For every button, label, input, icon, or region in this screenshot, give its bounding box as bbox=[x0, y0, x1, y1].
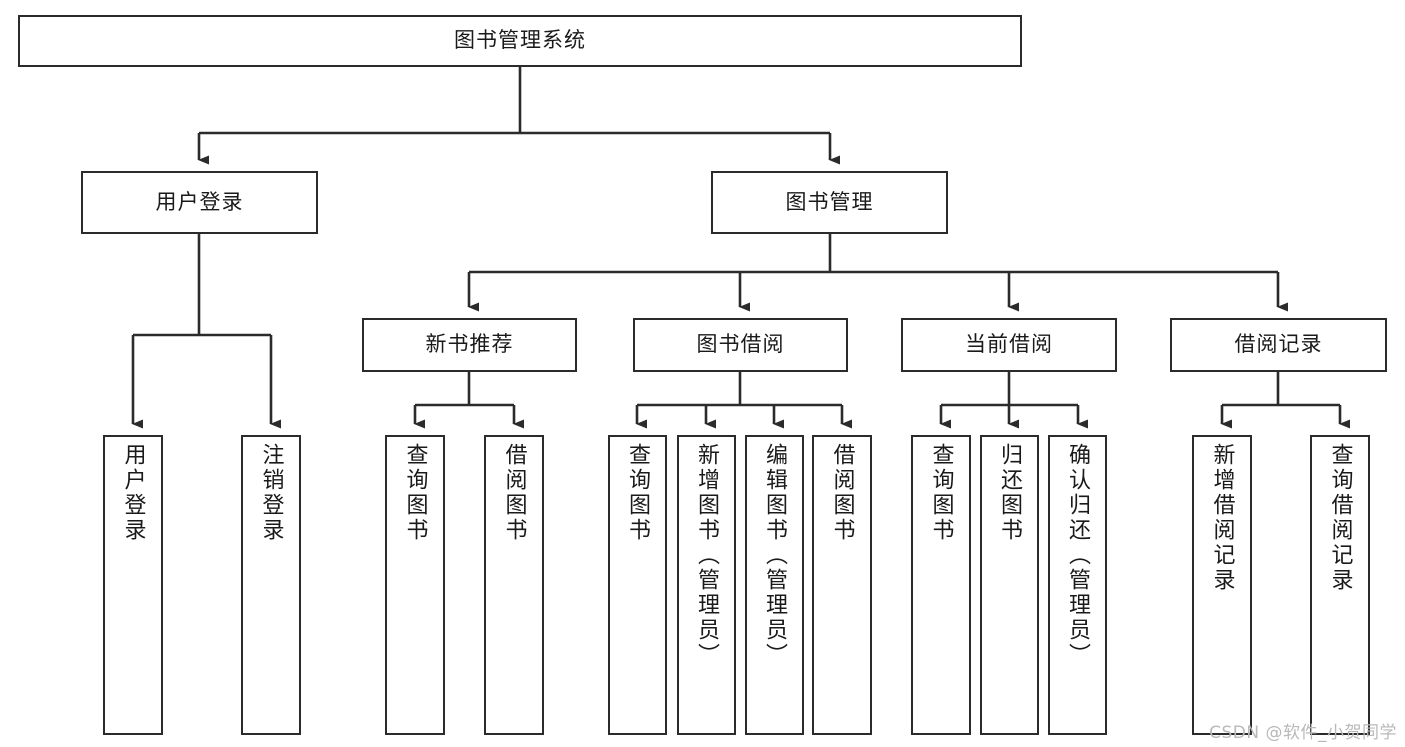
leaf-user-login-login[interactable]: 用户登录 bbox=[103, 435, 163, 735]
leaf-current-borrow-query[interactable]: 查询图书 bbox=[911, 435, 971, 735]
node-label: 查询图书 bbox=[625, 443, 651, 543]
leaf-book-borrow-add[interactable]: 新增图书（管理员） bbox=[677, 435, 736, 735]
node-book-management[interactable]: 图书管理 bbox=[711, 171, 948, 234]
leaf-book-borrow-borrow[interactable]: 借阅图书 bbox=[812, 435, 872, 735]
node-current-borrow[interactable]: 当前借阅 bbox=[901, 318, 1117, 372]
node-user-login[interactable]: 用户登录 bbox=[81, 171, 318, 234]
node-borrow-record[interactable]: 借阅记录 bbox=[1170, 318, 1387, 372]
node-label: 借阅图书 bbox=[501, 443, 527, 543]
node-label: 确认归还（管理员） bbox=[1065, 443, 1091, 668]
node-label: 借阅记录 bbox=[1234, 332, 1323, 357]
node-label: 图书借阅 bbox=[696, 332, 785, 357]
leaf-new-book-query[interactable]: 查询图书 bbox=[385, 435, 445, 735]
node-label: 查询借阅记录 bbox=[1327, 443, 1353, 593]
node-label: 图书管理系统 bbox=[454, 28, 586, 53]
node-label: 查询图书 bbox=[928, 443, 954, 543]
leaf-borrow-record-query[interactable]: 查询借阅记录 bbox=[1310, 435, 1370, 735]
node-label: 新增图书（管理员） bbox=[694, 443, 720, 668]
node-label: 查询图书 bbox=[402, 443, 428, 543]
node-label: 图书管理 bbox=[785, 189, 874, 214]
leaf-user-login-logout[interactable]: 注销登录 bbox=[241, 435, 301, 735]
leaf-new-book-borrow[interactable]: 借阅图书 bbox=[484, 435, 544, 735]
node-root-book-management-system[interactable]: 图书管理系统 bbox=[18, 15, 1022, 67]
node-label: 用户登录 bbox=[155, 189, 244, 214]
node-label: 当前借阅 bbox=[965, 332, 1053, 357]
node-book-borrow[interactable]: 图书借阅 bbox=[633, 318, 848, 372]
node-label: 用户登录 bbox=[120, 443, 146, 543]
leaf-book-borrow-query[interactable]: 查询图书 bbox=[608, 435, 667, 735]
leaf-current-borrow-confirm[interactable]: 确认归还（管理员） bbox=[1048, 435, 1107, 735]
leaf-current-borrow-return[interactable]: 归还图书 bbox=[980, 435, 1039, 735]
node-label: 归还图书 bbox=[997, 443, 1023, 543]
node-label: 借阅图书 bbox=[829, 443, 855, 543]
leaf-borrow-record-add[interactable]: 新增借阅记录 bbox=[1192, 435, 1252, 735]
leaf-book-borrow-edit[interactable]: 编辑图书（管理员） bbox=[745, 435, 804, 735]
node-new-book-recommend[interactable]: 新书推荐 bbox=[362, 318, 577, 372]
node-label: 新增借阅记录 bbox=[1209, 443, 1235, 593]
node-label: 新书推荐 bbox=[425, 332, 514, 357]
node-label: 编辑图书（管理员） bbox=[762, 443, 788, 668]
node-label: 注销登录 bbox=[258, 443, 284, 543]
